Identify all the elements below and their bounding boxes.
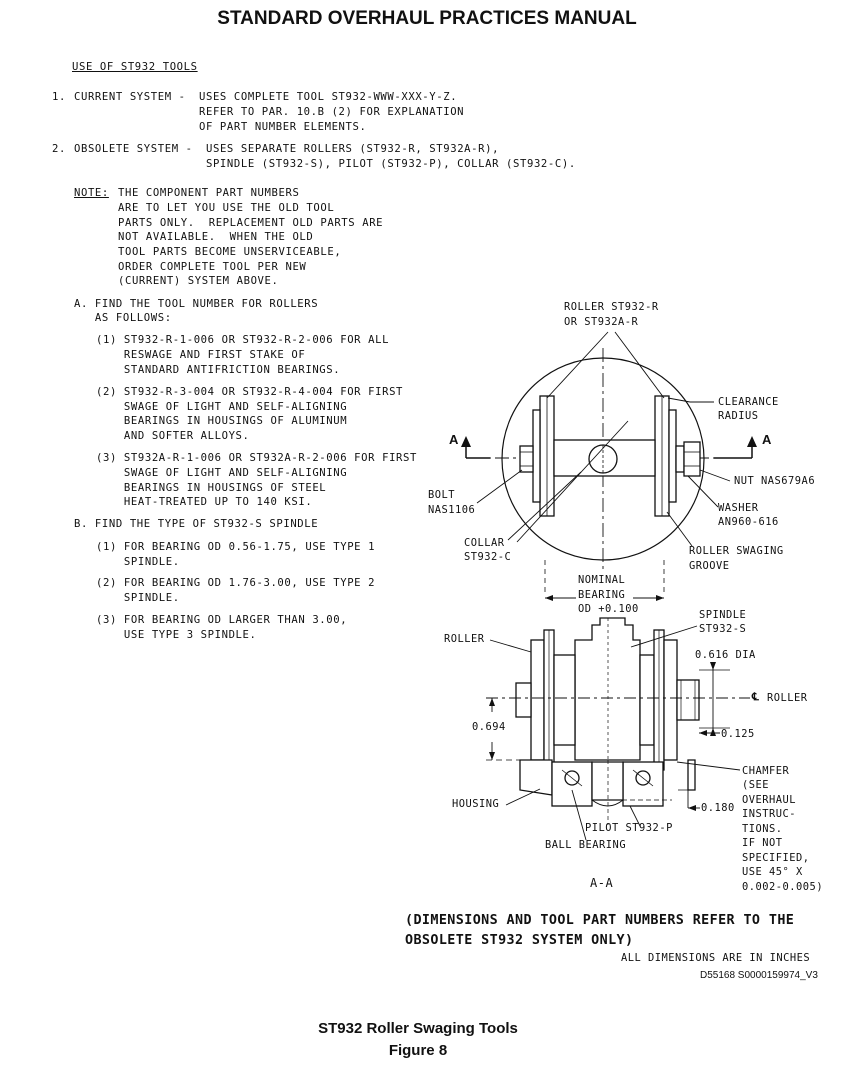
label-nominal-3: OD +0.100	[578, 603, 639, 615]
step-a-line-1: A. FIND THE TOOL NUMBER FOR ROLLERS	[74, 298, 319, 310]
label-roller-top-2: OR ST932A-R	[564, 316, 639, 328]
step-a-2-line-4: AND SOFTER ALLOYS.	[96, 430, 250, 442]
label-chamfer-4: INSTRUC-	[742, 808, 797, 820]
step-a-3-line-3: BEARINGS IN HOUSINGS OF STEEL	[96, 482, 327, 494]
label-pilot: PILOT ST932-P	[585, 822, 673, 834]
step-a-3-line-4: HEAT-TREATED UP TO 140 KSI.	[96, 496, 313, 508]
figure-caption-title: ST932 Roller Swaging Tools	[318, 1020, 518, 1037]
label-washer-1: WASHER	[718, 502, 759, 514]
label-spindle-1: SPINDLE	[699, 609, 747, 621]
label-chamfer-3: OVERHAUL	[742, 794, 797, 806]
nut	[683, 441, 701, 477]
step-a-line-2: AS FOLLOWS:	[74, 312, 172, 324]
label-roller-top-1: ROLLER ST932-R	[564, 301, 659, 313]
label-groove-2: GROOVE	[689, 560, 730, 572]
dimensions-note-line-1: (DIMENSIONS AND TOOL PART NUMBERS REFER …	[405, 913, 795, 928]
label-dim-694: 0.694	[472, 721, 506, 733]
step-a-2-line-3: BEARINGS IN HOUSINGS OF ALUMINUM	[96, 415, 348, 427]
label-groove-1: ROLLER SWAGING	[689, 545, 784, 557]
item-1-number: 1.	[52, 91, 66, 103]
step-b-1-line-1: (1) FOR BEARING OD 0.56-1.75, USE TYPE 1	[96, 541, 376, 553]
label-chamfer-9: 0.002-0.005)	[742, 881, 824, 893]
label-clearance-1: CLEARANCE	[718, 396, 779, 408]
section-heading: USE OF ST932 TOOLS	[72, 61, 198, 73]
label-chamfer-5: TIONS.	[742, 823, 783, 835]
step-a-1-line-2: RESWAGE AND FIRST STAKE OF	[96, 349, 306, 361]
label-dia: 0.616 DIA	[695, 649, 756, 661]
bolt	[519, 445, 534, 473]
label-clearance-2: RADIUS	[718, 410, 759, 422]
step-a-2-line-2: SWAGE OF LIGHT AND SELF-ALIGNING	[96, 401, 348, 413]
centerline-symbol: ℄	[752, 691, 760, 703]
dimensions-note-line-2: OBSOLETE ST932 SYSTEM ONLY)	[405, 933, 634, 948]
housing	[519, 759, 553, 796]
step-a-2-line-1: (2) ST932-R-3-004 OR ST932-R-4-004 FOR F…	[96, 386, 404, 398]
note-line-4: NOT AVAILABLE. WHEN THE OLD	[118, 231, 314, 243]
step-b-1-line-2: SPINDLE.	[96, 556, 180, 568]
label-collar-2: ST932-C	[464, 551, 512, 563]
step-b-2-line-1: (2) FOR BEARING OD 1.76-3.00, USE TYPE 2	[96, 577, 376, 589]
label-dim-125: 0.125	[721, 728, 755, 740]
item-1-line-1: USES COMPLETE TOOL ST932-WWW-XXX-Y-Z.	[199, 91, 458, 103]
note-line-1: THE COMPONENT PART NUMBERS	[118, 187, 300, 199]
label-ball-bearing: BALL BEARING	[545, 839, 627, 851]
item-2-number: 2.	[52, 143, 66, 155]
section-marker-right: A	[762, 432, 772, 447]
label-washer-2: AN960-616	[718, 516, 779, 528]
item-2-line-2: SPINDLE (ST932-S), PILOT (ST932-P), COLL…	[199, 158, 576, 170]
note-line-3: PARTS ONLY. REPLACEMENT OLD PARTS ARE	[118, 217, 384, 229]
label-collar-1: COLLAR	[464, 537, 505, 549]
label-chamfer-6: IF NOT	[742, 837, 783, 849]
spindle-section	[574, 617, 641, 761]
label-bolt-1: BOLT	[428, 489, 456, 501]
figure-caption-number: Figure 8	[388, 1042, 448, 1059]
label-chamfer-8: USE 45° X	[742, 866, 803, 878]
step-a-1-line-3: STANDARD ANTIFRICTION BEARINGS.	[96, 364, 341, 376]
item-1-line-2: REFER TO PAR. 10.B (2) FOR EXPLANATION	[199, 106, 465, 118]
label-bolt-2: NAS1106	[428, 504, 476, 516]
label-nominal-1: NOMINAL	[578, 574, 626, 586]
units-note: ALL DIMENSIONS ARE IN INCHES	[621, 952, 811, 964]
page-title: STANDARD OVERHAUL PRACTICES MANUAL	[217, 8, 637, 29]
item-1-line-3: OF PART NUMBER ELEMENTS.	[199, 121, 367, 133]
label-nut: NUT NAS679A6	[734, 475, 816, 487]
label-cl-roller: ROLLER	[767, 692, 808, 704]
label-spindle-2: ST932-S	[699, 623, 747, 635]
step-b-3-line-1: (3) FOR BEARING OD LARGER THAN 3.00,	[96, 614, 348, 626]
note-line-6: ORDER COMPLETE TOOL PER NEW	[118, 261, 307, 273]
note-line-5: TOOL PARTS BECOME UNSERVICEABLE,	[118, 246, 342, 258]
item-2-label: OBSOLETE SYSTEM -	[74, 143, 193, 155]
label-nominal-2: BEARING	[578, 589, 626, 601]
step-a-1-line-1: (1) ST932-R-1-006 OR ST932-R-2-006 FOR A…	[96, 334, 390, 346]
step-a-3-line-1: (3) ST932A-R-1-006 OR ST932A-R-2-006 FOR…	[96, 452, 417, 464]
label-chamfer-7: SPECIFIED,	[742, 852, 810, 864]
washer	[675, 445, 685, 473]
step-a-3-line-2: SWAGE OF LIGHT AND SELF-ALIGNING	[96, 467, 348, 479]
label-section-view: A-A	[590, 876, 614, 890]
section-marker-left: A	[449, 432, 459, 447]
label-housing: HOUSING	[452, 798, 500, 810]
item-2-line-1: USES SEPARATE ROLLERS (ST932-R, ST932A-R…	[206, 143, 500, 155]
item-1-label: CURRENT SYSTEM -	[74, 91, 186, 103]
note-line-7: (CURRENT) SYSTEM ABOVE.	[118, 275, 279, 287]
note-label: NOTE:	[74, 187, 109, 199]
label-dim-180: 0.180	[701, 802, 735, 814]
step-b-line: B. FIND THE TYPE OF ST932-S SPINDLE	[74, 518, 319, 530]
label-chamfer-2: (SEE	[742, 779, 770, 791]
label-chamfer-1: CHAMFER	[742, 765, 790, 777]
drawing-reference: D55168 S0000159974_V3	[700, 970, 818, 981]
note-line-2: ARE TO LET YOU USE THE OLD TOOL	[118, 202, 335, 214]
label-roller-side: ROLLER	[444, 633, 485, 645]
step-b-3-line-2: USE TYPE 3 SPINDLE.	[96, 629, 257, 641]
step-b-2-line-2: SPINDLE.	[96, 592, 180, 604]
